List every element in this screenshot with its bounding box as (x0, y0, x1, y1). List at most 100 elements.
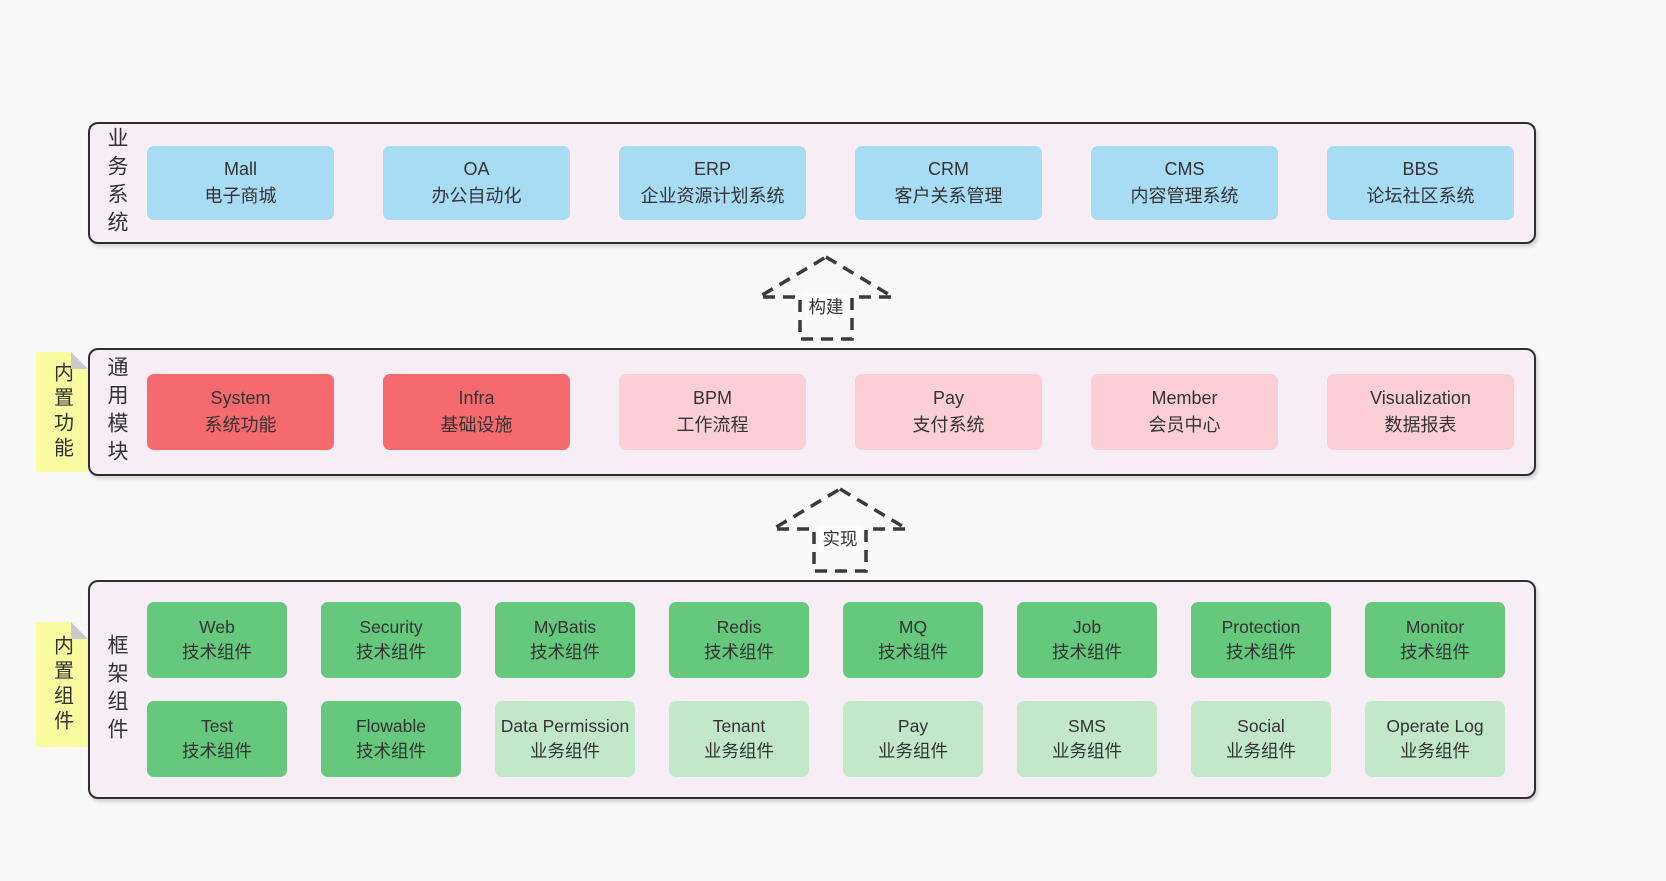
box-title: Social (1237, 716, 1285, 736)
box-title: Operate Log (1386, 716, 1484, 736)
box-bpm: BPM 工作流程 (619, 374, 806, 450)
box-subtitle: 技术组件 (182, 642, 252, 662)
box-title: Protection (1221, 617, 1301, 637)
arrow-implement-label: 实现 (818, 525, 862, 552)
box-title: Monitor (1405, 617, 1465, 637)
box-subtitle: 电子商城 (204, 186, 277, 206)
box-subtitle: 内容管理系统 (1130, 186, 1239, 206)
box-title: Pay (897, 716, 929, 736)
framework-box-row-1: Web 技术组件 Security 技术组件 MyBatis 技术组件 Redi… (147, 602, 1505, 678)
arrow-implement-icon: 实现 (770, 486, 910, 574)
box-sms: SMS 业务组件 (1017, 701, 1157, 777)
modules-box-row: System 系统功能 Infra 基础设施 BPM 工作流程 Pay 支付系统… (147, 374, 1514, 450)
box-subtitle: 技术组件 (356, 642, 426, 662)
box-title: Mall (223, 159, 257, 179)
box-crm: CRM 客户关系管理 (855, 146, 1042, 220)
box-bbs: BBS 论坛社区系统 (1327, 146, 1514, 220)
box-subtitle: 企业资源计划系统 (640, 186, 785, 206)
box-flowable: Flowable 技术组件 (321, 701, 461, 777)
box-title: Security (359, 617, 423, 637)
box-title: Web (199, 617, 235, 637)
box-subtitle: 技术组件 (704, 642, 774, 662)
box-redis: Redis 技术组件 (669, 602, 809, 678)
box-subtitle: 技术组件 (1226, 642, 1296, 662)
box-subtitle: 客户关系管理 (894, 186, 1003, 206)
section-label-business: 业务系统 (105, 127, 128, 239)
box-subtitle: 业务组件 (704, 741, 774, 761)
box-subtitle: 工作流程 (676, 415, 749, 435)
folded-corner-icon (71, 622, 88, 639)
box-title: MyBatis (533, 617, 597, 637)
box-tenant: Tenant 业务组件 (669, 701, 809, 777)
box-title: ERP (693, 159, 731, 179)
box-subtitle: 基础设施 (440, 415, 513, 435)
box-title: Data Permission (500, 716, 630, 736)
section-common-modules: 通用模块 System 系统功能 Infra 基础设施 BPM 工作流程 Pay… (88, 348, 1536, 476)
box-subtitle: 会员中心 (1148, 415, 1221, 435)
box-title: Flowable (355, 716, 427, 736)
box-visualization: Visualization 数据报表 (1327, 374, 1514, 450)
box-pay-component: Pay 业务组件 (843, 701, 983, 777)
box-social: Social 业务组件 (1191, 701, 1331, 777)
box-infra: Infra 基础设施 (383, 374, 570, 450)
dashed-up-arrow-icon (756, 254, 896, 341)
section-framework-components: 框架组件 Web 技术组件 Security 技术组件 MyBatis 技术组件… (88, 580, 1536, 799)
box-monitor: Monitor 技术组件 (1365, 602, 1505, 678)
box-subtitle: 技术组件 (356, 741, 426, 761)
tab-builtin-functions: 内置功能 (36, 352, 88, 472)
tab-builtin-components-label: 内置组件 (50, 634, 73, 735)
box-title: Member (1151, 388, 1218, 408)
box-erp: ERP 企业资源计划系统 (619, 146, 806, 220)
dashed-up-arrow-icon (770, 486, 910, 573)
box-title: BPM (692, 388, 732, 408)
box-subtitle: 数据报表 (1384, 415, 1457, 435)
box-subtitle: 业务组件 (1052, 741, 1122, 761)
box-title: MQ (898, 617, 928, 637)
box-subtitle: 办公自动化 (431, 186, 522, 206)
arrow-build-label: 构建 (804, 293, 848, 320)
box-protection: Protection 技术组件 (1191, 602, 1331, 678)
box-title: System (210, 388, 271, 408)
box-mall: Mall 电子商城 (147, 146, 334, 220)
box-subtitle: 技术组件 (1052, 642, 1122, 662)
box-member: Member 会员中心 (1091, 374, 1278, 450)
box-subtitle: 业务组件 (1400, 741, 1470, 761)
box-test: Test 技术组件 (147, 701, 287, 777)
box-title: Test (200, 716, 234, 736)
box-subtitle: 技术组件 (1400, 642, 1470, 662)
box-web: Web 技术组件 (147, 602, 287, 678)
tab-builtin-components: 内置组件 (36, 622, 88, 747)
tab-builtin-functions-label: 内置功能 (50, 362, 73, 462)
box-security: Security 技术组件 (321, 602, 461, 678)
box-title: CMS (1164, 159, 1205, 179)
arrow-build-icon: 构建 (756, 254, 896, 342)
box-mybatis: MyBatis 技术组件 (495, 602, 635, 678)
box-subtitle: 技术组件 (530, 642, 600, 662)
box-subtitle: 业务组件 (1226, 741, 1296, 761)
business-box-row: Mall 电子商城 OA 办公自动化 ERP 企业资源计划系统 CRM 客户关系… (147, 146, 1514, 220)
box-title: Tenant (712, 716, 766, 736)
box-cms: CMS 内容管理系统 (1091, 146, 1278, 220)
box-job: Job 技术组件 (1017, 602, 1157, 678)
box-subtitle: 支付系统 (912, 415, 985, 435)
box-subtitle: 业务组件 (878, 741, 948, 761)
box-title: OA (463, 159, 490, 179)
box-title: Job (1072, 617, 1102, 637)
folded-corner-icon (71, 352, 88, 369)
box-pay-system: Pay 支付系统 (855, 374, 1042, 450)
box-title: Visualization (1370, 388, 1471, 408)
box-operate-log: Operate Log 业务组件 (1365, 701, 1505, 777)
box-title: BBS (1402, 159, 1439, 179)
box-subtitle: 论坛社区系统 (1366, 186, 1475, 206)
box-title: Infra (458, 388, 495, 408)
box-subtitle: 技术组件 (182, 741, 252, 761)
section-label-framework: 框架组件 (105, 633, 128, 746)
box-system: System 系统功能 (147, 374, 334, 450)
box-data-permission: Data Permission 业务组件 (495, 701, 635, 777)
box-subtitle: 业务组件 (530, 741, 600, 761)
section-label-modules: 通用模块 (105, 356, 128, 468)
box-title: Pay (932, 388, 965, 408)
box-subtitle: 技术组件 (878, 642, 948, 662)
box-mq: MQ 技术组件 (843, 602, 983, 678)
